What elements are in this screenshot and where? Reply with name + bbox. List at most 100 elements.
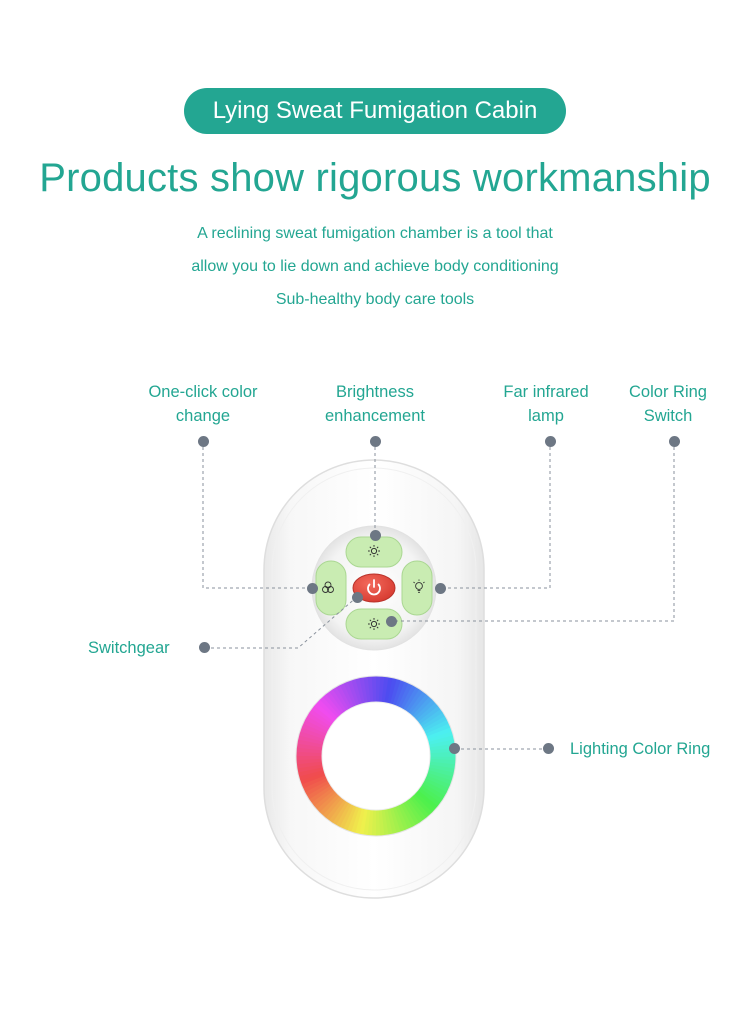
ring-segment <box>411 794 433 817</box>
ring-segment <box>419 708 444 728</box>
callout-dot <box>543 743 554 754</box>
ring-segment <box>397 682 414 709</box>
lighting-color-ring[interactable] <box>296 676 456 836</box>
ring-segment <box>386 808 397 835</box>
ring-segment <box>308 784 333 804</box>
callout-dot <box>435 583 446 594</box>
ring-segment <box>299 772 326 785</box>
ring-segment <box>384 676 394 704</box>
ring-segment <box>407 797 427 822</box>
ring-segment <box>306 782 331 800</box>
ring-segment <box>405 688 424 713</box>
ring-segment <box>426 727 453 740</box>
ring-segment <box>308 708 333 727</box>
ring-segment <box>417 705 442 725</box>
callout-switchgear: Switchgear <box>88 639 170 657</box>
ring-segment <box>428 735 455 746</box>
ring-segment <box>296 738 324 748</box>
ring-segment <box>310 787 335 807</box>
ring-segment <box>335 802 352 828</box>
power-icon <box>367 579 381 596</box>
callout-brightness-line-1: Brightness <box>336 383 414 401</box>
ring-segment <box>409 796 430 819</box>
ring-segment <box>306 711 332 729</box>
description-line-3: Sub-healthy body care tools <box>275 291 475 308</box>
ring-segment <box>332 686 350 711</box>
ring-segment <box>400 684 417 710</box>
ring-segment <box>428 764 456 774</box>
ring-segment <box>298 769 325 781</box>
ring-segment <box>402 801 420 826</box>
brightness-up-button[interactable] <box>345 536 403 568</box>
ring-segment <box>378 676 386 703</box>
callout-ring-switch-line-2: Switch <box>643 407 693 425</box>
ring-segment <box>338 803 355 830</box>
ring-segment <box>397 804 413 830</box>
callout-dot <box>352 592 363 603</box>
ring-segment <box>383 808 393 836</box>
sun-icon <box>368 618 380 630</box>
ring-segment <box>322 693 343 716</box>
ring-segment <box>297 766 324 777</box>
power-button[interactable] <box>352 573 396 603</box>
ring-segment <box>299 726 326 740</box>
ring-segment <box>302 718 329 735</box>
ring-segment <box>395 681 410 707</box>
ring-segment <box>392 806 405 833</box>
far-infrared-button[interactable] <box>401 560 433 616</box>
ring-segment <box>415 789 439 811</box>
ring-segment <box>328 688 348 713</box>
ring-segment <box>400 802 416 828</box>
ring-segment <box>359 676 369 704</box>
callout-dot <box>370 530 381 541</box>
ring-segment <box>296 746 323 754</box>
ring-segment <box>429 761 456 770</box>
ring-segment <box>425 723 451 738</box>
callout-far-infrared-line-2: lamp <box>528 407 564 425</box>
callout-dot <box>199 642 210 653</box>
callout-color-change-line-2: change <box>175 407 231 425</box>
ring-segment <box>313 701 337 723</box>
color-circles-icon <box>322 581 334 593</box>
ring-segment <box>351 678 363 705</box>
ring-segment <box>389 678 402 705</box>
ring-segment <box>331 800 349 826</box>
callout-dot <box>449 743 460 754</box>
ring-segment <box>350 807 363 834</box>
callout-dot <box>307 583 318 594</box>
page-headline: Products show rigorous workmanship <box>39 156 711 200</box>
ring-segment <box>347 679 360 706</box>
color-change-button[interactable] <box>315 560 347 616</box>
callout-dot <box>386 616 397 627</box>
callout-dot <box>370 436 381 447</box>
description-line-2: allow you to lie down and achieve body c… <box>191 258 559 275</box>
ring-segment <box>301 722 327 737</box>
ring-segment <box>413 792 436 814</box>
ring-segment <box>328 799 347 824</box>
ring-segment <box>375 809 381 836</box>
ring-segment <box>302 777 328 793</box>
description-line-1: A reclining sweat fumigation chamber is … <box>197 225 553 242</box>
ring-segment <box>424 719 450 735</box>
callout-color-ring: Lighting Color Ring <box>570 740 711 758</box>
ring-segment <box>366 809 374 836</box>
ring-segment <box>407 691 427 715</box>
ring-segment <box>428 767 455 778</box>
ring-segment <box>339 682 355 708</box>
ring-segment <box>422 780 448 797</box>
ring-segment <box>412 696 434 719</box>
ring-segment <box>298 730 325 743</box>
ring-segment <box>416 702 439 723</box>
ring-segment <box>409 693 431 717</box>
sun-icon <box>368 545 380 557</box>
ring-segment <box>387 677 398 704</box>
ring-segment <box>301 774 327 789</box>
ring-segment <box>429 751 456 757</box>
ring-segment <box>311 705 335 725</box>
ring-segment <box>381 676 390 703</box>
ring-segment <box>355 677 366 704</box>
ring-segment <box>429 758 456 766</box>
ring-segment <box>417 787 441 807</box>
ring-segment <box>423 777 450 794</box>
bulb-icon <box>413 579 425 593</box>
